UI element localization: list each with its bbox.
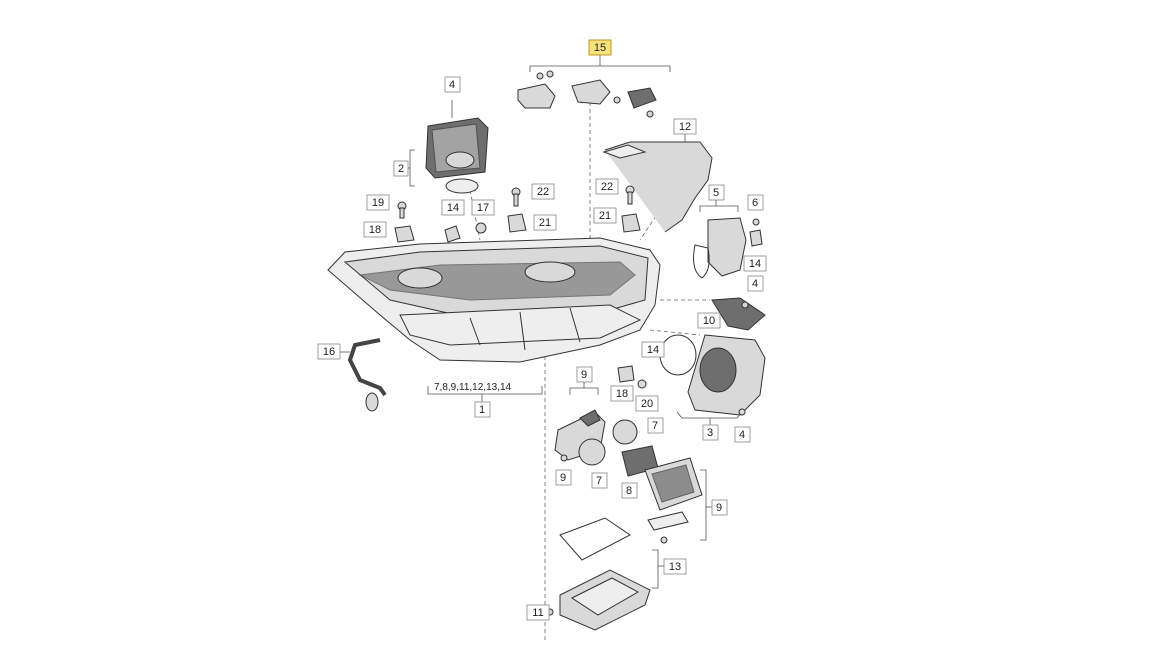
seal-strip-12 xyxy=(602,134,713,233)
headlight-housing xyxy=(327,237,661,363)
svg-text:6: 6 xyxy=(752,197,758,209)
svg-text:5: 5 xyxy=(713,187,719,199)
callout-19[interactable]: 19 xyxy=(366,194,390,211)
callout-14-right[interactable]: 14 xyxy=(743,255,767,272)
svg-text:14: 14 xyxy=(749,258,761,270)
bracket-10 xyxy=(711,297,766,331)
svg-text:22: 22 xyxy=(537,186,549,198)
group-label-headlight-parts: 7,8,9,11,12,13,14 xyxy=(434,382,512,393)
svg-text:4: 4 xyxy=(739,429,745,441)
svg-text:7: 7 xyxy=(652,420,658,432)
callout-12[interactable]: 12 xyxy=(673,118,697,135)
svg-text:21: 21 xyxy=(539,217,551,229)
callout-18-left[interactable]: 18 xyxy=(363,221,387,238)
breather-hose-16 xyxy=(340,338,387,412)
svg-text:19: 19 xyxy=(372,197,384,209)
callout-1[interactable]: 1 xyxy=(474,401,491,418)
callout-9-right[interactable]: 9 xyxy=(711,499,728,516)
callout-22-right[interactable]: 22 xyxy=(595,178,619,195)
callout-10[interactable]: 10 xyxy=(697,312,721,329)
svg-text:21: 21 xyxy=(599,210,611,222)
callout-21-right[interactable]: 21 xyxy=(593,207,617,224)
svg-text:14: 14 xyxy=(647,344,659,356)
svg-text:7: 7 xyxy=(596,475,602,487)
callout-11[interactable]: 11 xyxy=(526,604,550,621)
svg-text:3: 3 xyxy=(707,427,713,439)
svg-text:18: 18 xyxy=(369,224,381,236)
svg-text:9: 9 xyxy=(581,369,587,381)
callout-4-top[interactable]: 4 xyxy=(444,76,461,93)
svg-text:16: 16 xyxy=(323,346,335,358)
callout-20[interactable]: 20 xyxy=(635,395,659,412)
svg-text:12: 12 xyxy=(679,121,691,133)
callout-13[interactable]: 13 xyxy=(663,558,687,575)
svg-text:9: 9 xyxy=(716,502,722,514)
callout-4-bottom[interactable]: 4 xyxy=(734,426,751,443)
svg-text:11: 11 xyxy=(532,607,543,619)
callout-14-center[interactable]: 14 xyxy=(641,341,665,358)
callout-9-left[interactable]: 9 xyxy=(555,469,572,486)
callout-7-right[interactable]: 7 xyxy=(647,417,664,434)
callout-6[interactable]: 6 xyxy=(747,194,764,211)
callout-7-bottom[interactable]: 7 xyxy=(591,472,608,489)
svg-text:2: 2 xyxy=(398,163,404,175)
callout-2[interactable]: 2 xyxy=(393,160,409,177)
callout-21-left[interactable]: 21 xyxy=(533,214,557,231)
callout-4-right[interactable]: 4 xyxy=(747,275,764,292)
svg-text:13: 13 xyxy=(669,561,681,573)
control-unit-2 xyxy=(404,100,489,194)
turn-signal-module-5 xyxy=(693,200,763,279)
svg-text:8: 8 xyxy=(626,485,632,497)
group-bracket-1: 7,8,9,11,12,13,14 xyxy=(427,382,543,402)
svg-text:10: 10 xyxy=(703,315,715,327)
svg-text:22: 22 xyxy=(601,181,613,193)
svg-text:15: 15 xyxy=(594,42,606,54)
svg-text:20: 20 xyxy=(641,398,653,410)
svg-text:4: 4 xyxy=(752,278,758,290)
bracket-set-15 xyxy=(517,55,671,118)
svg-text:18: 18 xyxy=(616,388,628,400)
svg-text:17: 17 xyxy=(477,202,489,214)
lower-small-parts xyxy=(554,365,659,477)
callout-18-center[interactable]: 18 xyxy=(610,385,634,402)
headlamp-module-3 xyxy=(659,334,766,425)
fasteners-left xyxy=(394,185,641,243)
svg-text:1: 1 xyxy=(479,404,485,416)
callout-14-left[interactable]: 14 xyxy=(441,199,465,216)
svg-text:14: 14 xyxy=(447,202,459,214)
svg-text:9: 9 xyxy=(560,472,566,484)
callout-3[interactable]: 3 xyxy=(702,424,719,441)
led-driver-and-cover xyxy=(546,457,712,631)
callout-9-top[interactable]: 9 xyxy=(576,366,593,383)
callout-17[interactable]: 17 xyxy=(471,199,495,216)
callout-15[interactable]: 15 xyxy=(588,39,612,56)
callout-5[interactable]: 5 xyxy=(708,184,725,201)
svg-text:4: 4 xyxy=(449,79,455,91)
callout-22-left[interactable]: 22 xyxy=(531,183,555,200)
callout-8[interactable]: 8 xyxy=(621,482,638,499)
callout-16[interactable]: 16 xyxy=(317,343,341,360)
